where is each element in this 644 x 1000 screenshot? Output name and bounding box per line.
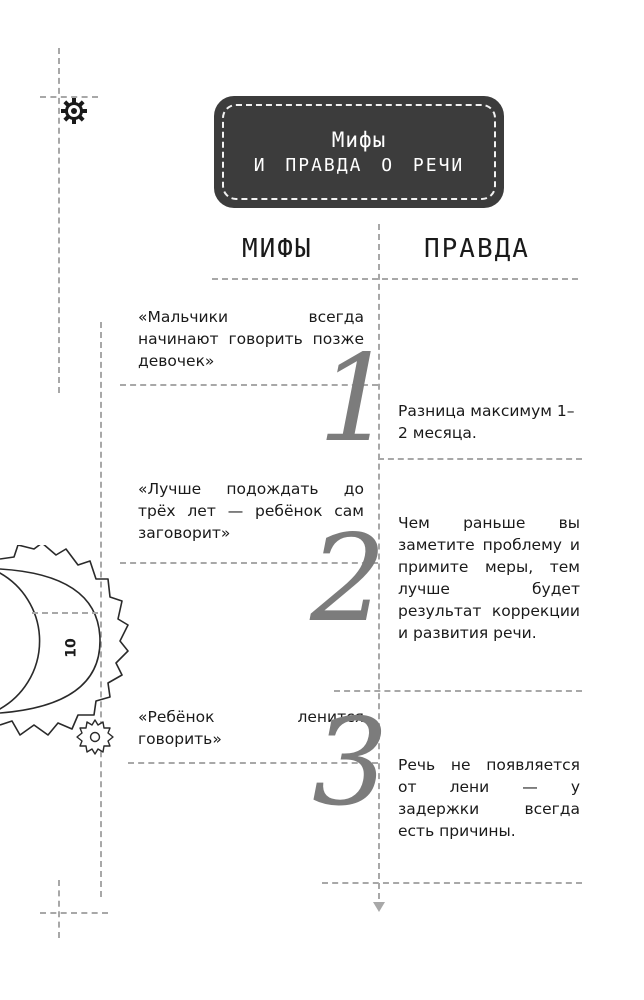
truth-3-text: Речь не появляется от лени — у задержки … [398, 756, 580, 840]
truth-3-divider [322, 882, 582, 884]
truth-1-divider [378, 458, 582, 460]
top-corner-line [40, 96, 98, 98]
number-1: 1 [318, 330, 395, 469]
left-frame-line-bottom [58, 880, 60, 938]
title-dashed-frame: Мифы и правда о речи [222, 104, 496, 200]
left-frame-line-inner [100, 322, 102, 897]
myth-1-text: «Мальчики всегда начинают говорить позже… [138, 308, 364, 370]
small-gear-icon [76, 719, 114, 755]
page-number: 10 [63, 638, 80, 658]
myth-1-divider [120, 384, 378, 386]
header-underline [212, 278, 578, 280]
center-divider [378, 224, 380, 899]
title-line-1: Мифы [331, 127, 387, 152]
myth-2-text: «Лучше подождать до трёх лет — ребёнок с… [138, 480, 364, 542]
truth-2-divider [334, 690, 582, 692]
left-frame-line-top [58, 48, 60, 393]
myth-3-text: «Ребёнок ленится говорить» [138, 708, 364, 748]
arrow-down-icon [373, 902, 385, 912]
title-line-2: и правда о речи [253, 154, 465, 176]
bottom-corner-line [40, 912, 108, 914]
myths-heading: МИФЫ [242, 234, 313, 264]
truth-1-text: Разница максимум 1–2 месяца. [398, 402, 575, 442]
truth-2-text: Чем раньше вы заметите проблему и примит… [398, 514, 580, 642]
large-gear-icon [0, 545, 129, 736]
title-banner: Мифы и правда о речи [214, 96, 504, 208]
gear-center-line [32, 612, 98, 614]
gear-icon [61, 98, 87, 124]
number-2: 2 [310, 510, 387, 649]
number-3: 3 [312, 694, 389, 833]
myth-2-divider [120, 562, 378, 564]
myth-3-divider [128, 762, 378, 764]
truth-heading: ПРАВДА [424, 234, 530, 264]
